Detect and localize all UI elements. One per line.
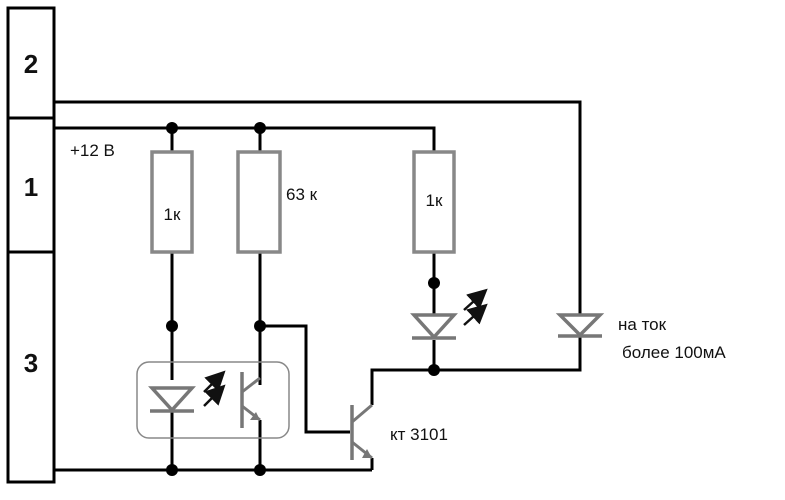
output-diode: [555, 313, 605, 338]
wires: [54, 100, 582, 472]
resistor-r3: [412, 150, 456, 254]
r3-value: 1к: [426, 191, 443, 210]
connector-block: 2 1 3: [6, 6, 56, 484]
pin-2-label: 2: [24, 49, 38, 79]
indicator-led: [410, 288, 488, 340]
supply-label: +12 В: [70, 141, 115, 160]
note-line-2: более 100мА: [622, 343, 726, 362]
resistor-r1: [150, 150, 194, 254]
r2-value: 63 к: [286, 185, 318, 204]
npn-transistor: [350, 403, 373, 460]
optocoupler-phototransistor: [240, 372, 261, 428]
note-line-1: на ток: [618, 315, 667, 334]
optocoupler-box: [136, 361, 290, 439]
pin-1-label: 1: [24, 172, 38, 202]
resistor-r2: [236, 150, 282, 254]
junction-dots: [166, 122, 440, 476]
transistor-label: кт 3101: [390, 425, 448, 444]
optocoupler-led: [148, 370, 226, 413]
pin-3-label: 3: [24, 348, 38, 378]
r1-value: 1к: [164, 205, 181, 224]
